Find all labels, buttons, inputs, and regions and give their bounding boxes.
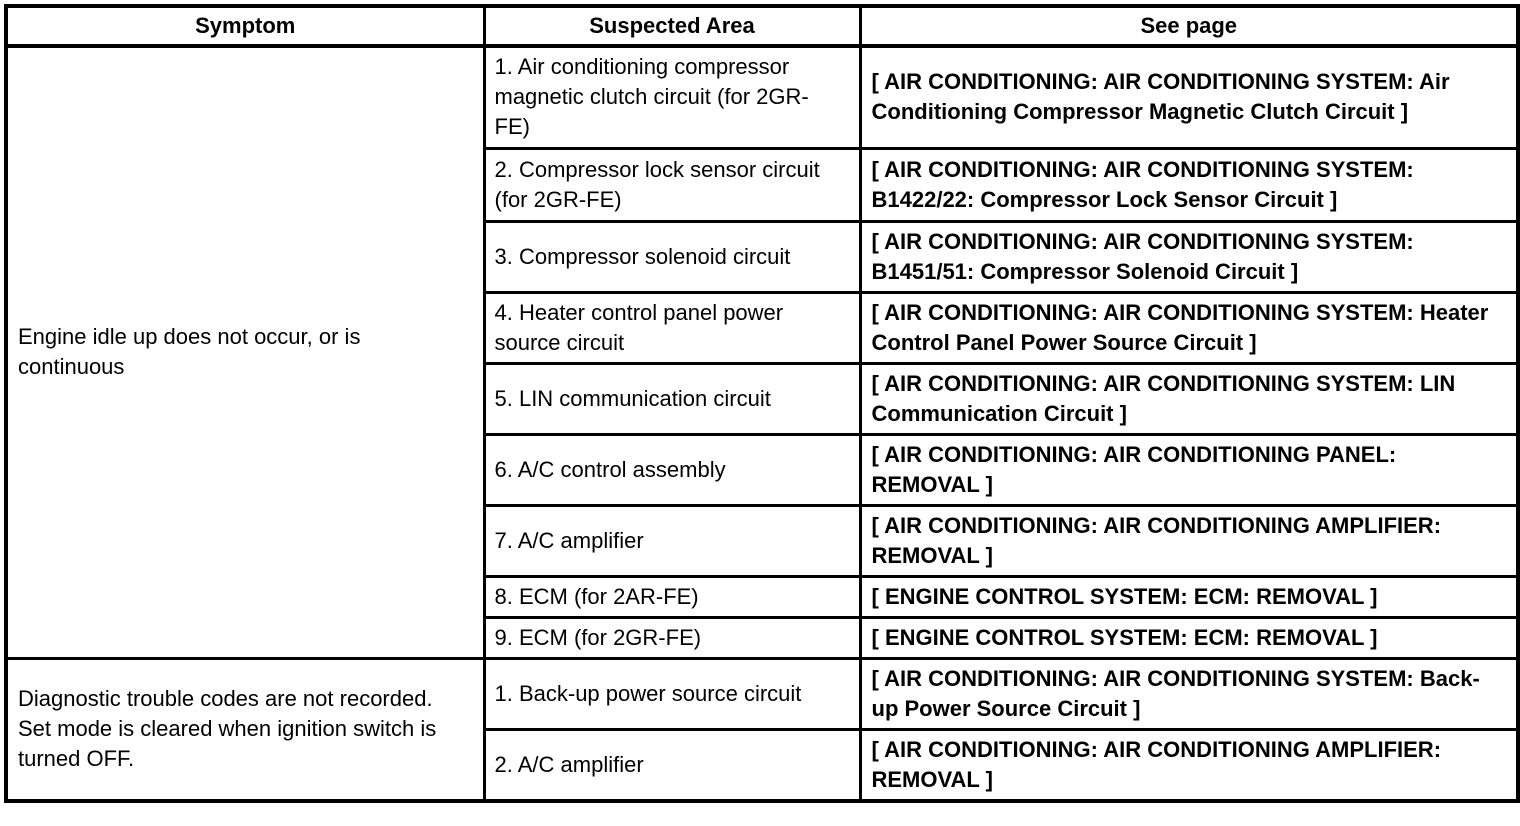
see-page-reference-link[interactable]: [ AIR CONDITIONING: AIR CONDITIONING SYS…: [858, 361, 1520, 436]
see-page-reference-link[interactable]: [ AIR CONDITIONING: AIR CONDITIONING SYS…: [858, 146, 1520, 223]
table-row: 3. Compressor solenoid circuit [ AIR CON…: [6, 219, 1520, 294]
table-row: Diagnostic trouble codes are not recorde…: [4, 656, 1520, 802]
see-page-reference-link[interactable]: [ AIR CONDITIONING: AIR CONDITIONING AMP…: [858, 727, 1520, 802]
suspected-area-cell: 4. Heater control panel power source cir…: [482, 290, 862, 365]
table-row: 7. A/C amplifier [ AIR CONDITIONING: AIR…: [6, 503, 1520, 578]
table-row: 8. ECM (for 2AR-FE) [ ENGINE CONTROL SYS…: [6, 574, 1520, 619]
symptom-diagnosis-table: Symptom Suspected Area See page Engine i…: [4, 4, 1520, 803]
see-page-reference-link[interactable]: [ ENGINE CONTROL SYSTEM: ECM: REMOVAL ]: [858, 574, 1520, 619]
suspected-area-cell: 7. A/C amplifier: [482, 503, 862, 578]
column-header-see-page: See page: [858, 4, 1520, 48]
suspected-area-cell: 1. Back-up power source circuit: [482, 656, 862, 731]
see-page-reference-link[interactable]: [ AIR CONDITIONING: AIR CONDITIONING AMP…: [858, 503, 1520, 578]
suspected-area-cell: 6. A/C control assembly: [482, 432, 862, 507]
header-row: Symptom Suspected Area See page: [4, 4, 1520, 48]
see-page-reference-link[interactable]: [ AIR CONDITIONING: AIR CONDITIONING SYS…: [858, 219, 1520, 294]
suspected-area-cell: 2. A/C amplifier: [482, 727, 862, 802]
see-page-reference-link[interactable]: [ ENGINE CONTROL SYSTEM: ECM: REMOVAL ]: [858, 615, 1520, 660]
symptom-cell: Diagnostic trouble codes are not recorde…: [4, 656, 486, 802]
see-page-reference-link[interactable]: [ AIR CONDITIONING: AIR CONDITIONING SYS…: [858, 290, 1520, 365]
table-row: 2. A/C amplifier [ AIR CONDITIONING: AIR…: [6, 727, 1520, 802]
see-page-reference-link[interactable]: [ AIR CONDITIONING: AIR CONDITIONING SYS…: [858, 656, 1520, 731]
table-row: Engine idle up does not occur, or is con…: [4, 44, 1520, 660]
suspected-area-cell: 1. Air conditioning compressor magnetic …: [482, 44, 862, 150]
table-row: 6. A/C control assembly [ AIR CONDITIONI…: [6, 432, 1520, 507]
suspected-area-cell: 3. Compressor solenoid circuit: [482, 219, 862, 294]
symptom-cell: Engine idle up does not occur, or is con…: [4, 44, 486, 660]
suspected-area-cell: 9. ECM (for 2GR-FE): [482, 615, 862, 660]
suspected-area-cell: 5. LIN communication circuit: [482, 361, 862, 436]
see-page-reference-link[interactable]: [ AIR CONDITIONING: AIR CONDITIONING SYS…: [858, 44, 1520, 150]
suspected-area-cell: 8. ECM (for 2AR-FE): [482, 574, 862, 619]
see-page-reference-link[interactable]: [ AIR CONDITIONING: AIR CONDITIONING PAN…: [858, 432, 1520, 507]
column-header-suspected-area: Suspected Area: [482, 4, 862, 48]
table-row: 5. LIN communication circuit [ AIR CONDI…: [6, 361, 1520, 436]
table-row: 2. Compressor lock sensor circuit (for 2…: [6, 146, 1520, 223]
suspected-area-cell: 2. Compressor lock sensor circuit (for 2…: [482, 146, 862, 223]
table-row: 9. ECM (for 2GR-FE) [ ENGINE CONTROL SYS…: [6, 615, 1520, 660]
table-row: 4. Heater control panel power source cir…: [6, 290, 1520, 365]
column-header-symptom: Symptom: [4, 4, 486, 48]
